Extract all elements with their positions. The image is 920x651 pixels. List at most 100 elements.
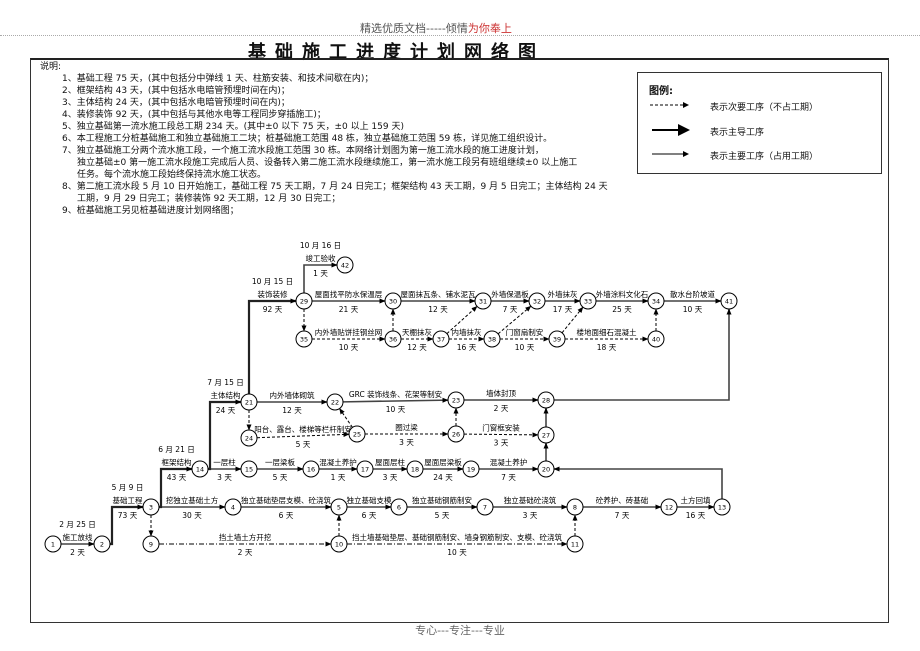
node-number: 25 bbox=[353, 431, 361, 439]
activity-label: 挖独立基础土方 bbox=[166, 495, 219, 505]
node-circle bbox=[326, 393, 344, 411]
milestone-date: 5 月 9 日 bbox=[112, 483, 144, 492]
note-line: 工期，9 月 29 日完工；装修装饰 92 天工期，12 月 30 日完工； bbox=[77, 194, 341, 204]
header-note-right: 为你奉上 bbox=[467, 22, 512, 35]
note-line: 5、独立基础第一流水施工段总工期 234 天。(其中±0 以下 75 天，±0 … bbox=[62, 122, 404, 132]
node-number: 10 bbox=[335, 541, 343, 549]
legend-arrows bbox=[650, 102, 690, 157]
node-circle bbox=[566, 498, 584, 516]
edge-22-23-arrow bbox=[342, 397, 449, 403]
event-node-24: 24 bbox=[240, 429, 258, 447]
note-line: 任务。每个流水施工段始终保持流水施工状态。 bbox=[77, 170, 267, 180]
node-circle bbox=[336, 256, 354, 274]
event-node-14: 14 bbox=[191, 460, 209, 478]
event-node-35: 35 bbox=[295, 330, 313, 348]
node-number: 19 bbox=[467, 466, 475, 474]
activity-label: 散水台阶坡道 bbox=[670, 289, 715, 299]
node-number: 1 bbox=[51, 541, 55, 549]
activity-label: 挡土墙基础垫层、基础钢筋制安、墙身钢筋制安、支模、砼浇筑 bbox=[352, 532, 562, 542]
milestone-date: 6 月 21 日 bbox=[158, 445, 194, 454]
activity-label: 装饰装修 bbox=[258, 289, 288, 299]
activity-duration: 3 天 bbox=[494, 439, 509, 448]
node-circle bbox=[44, 535, 62, 553]
activity-duration: 10 天 bbox=[339, 343, 359, 352]
note-line: 8、第二施工流水段 5 月 10 日开始施工，基础工程 75 天工期，7 月 2… bbox=[62, 182, 608, 192]
activity-label: 圈过梁 bbox=[395, 422, 418, 432]
note-line: 6、本工程施工分桩基础施工和独立基础施工二块；桩基础施工范围 48 栋，独立基础… bbox=[62, 134, 553, 144]
node-circle bbox=[93, 535, 111, 553]
event-node-33: 33 bbox=[579, 292, 597, 310]
node-number: 23 bbox=[452, 397, 460, 405]
event-node-4: 4 bbox=[224, 498, 242, 516]
event-node-23: 23 bbox=[447, 391, 465, 409]
legend-main-label: 表示主导工序 bbox=[710, 128, 765, 138]
activity-duration: 5 天 bbox=[296, 440, 311, 449]
activity-duration: 7 天 bbox=[615, 511, 630, 520]
node-circle bbox=[142, 498, 160, 516]
node-number: 29 bbox=[300, 298, 308, 306]
activity-label: 独立基础垫层支模、砼浇筑 bbox=[241, 495, 331, 505]
node-number: 28 bbox=[542, 397, 550, 405]
node-number: 41 bbox=[725, 298, 733, 306]
event-node-8: 8 bbox=[566, 498, 584, 516]
note-line: 3、主体结构 24 天，(其中包括水电暗管预埋时间在内)； bbox=[62, 98, 290, 108]
activity-duration: 17 天 bbox=[553, 305, 573, 314]
activity-label: 一层梁板 bbox=[265, 457, 295, 467]
event-node-15: 15 bbox=[240, 460, 258, 478]
activity-label: 主体结构 bbox=[211, 390, 241, 400]
event-node-36: 36 bbox=[384, 330, 402, 348]
event-node-6: 6 bbox=[390, 498, 408, 516]
activity-duration: 24 天 bbox=[216, 406, 236, 415]
activity-label: 内外墙贴饼挂钢丝网 bbox=[315, 327, 383, 337]
activity-duration: 1 天 bbox=[313, 269, 328, 278]
event-node-21: 21 bbox=[240, 393, 258, 411]
node-number: 17 bbox=[361, 466, 369, 474]
node-number: 27 bbox=[542, 432, 550, 440]
node-circle bbox=[432, 330, 450, 348]
node-circle bbox=[660, 498, 678, 516]
node-number: 8 bbox=[573, 504, 577, 512]
node-circle bbox=[537, 460, 555, 478]
event-node-26: 26 bbox=[447, 425, 465, 443]
activity-duration: 73 天 bbox=[118, 511, 138, 520]
node-number: 2 bbox=[100, 541, 104, 549]
node-circle bbox=[462, 460, 480, 478]
edge-3-14-arrow bbox=[159, 466, 193, 509]
event-node-42: 42 bbox=[336, 256, 354, 274]
activity-duration: 10 天 bbox=[515, 343, 535, 352]
activity-label: 砼养护、砖基础 bbox=[596, 495, 649, 505]
activity-label: 阳台、露台、楼梯等栏杆制安 bbox=[254, 424, 352, 434]
node-circle bbox=[548, 330, 566, 348]
activity-label: 混凝土养护 bbox=[319, 457, 357, 467]
node-number: 39 bbox=[553, 336, 561, 344]
node-circle bbox=[483, 330, 501, 348]
node-number: 6 bbox=[397, 504, 401, 512]
activity-label: 外墙抹灰 bbox=[548, 289, 578, 299]
activity-duration: 3 天 bbox=[217, 473, 232, 482]
edge-21-29-arrow bbox=[247, 298, 297, 394]
activity-duration: 3 天 bbox=[383, 473, 398, 482]
node-number: 35 bbox=[300, 336, 308, 344]
legend-dummy-label: 表示次要工序（不占工期） bbox=[710, 103, 819, 113]
event-node-11: 11 bbox=[566, 535, 584, 553]
node-circle bbox=[537, 391, 555, 409]
activity-duration: 5 天 bbox=[435, 511, 450, 520]
activity-label: 屋面层梁板 bbox=[424, 457, 462, 467]
activity-label: 竣工验收 bbox=[306, 253, 336, 263]
event-node-40: 40 bbox=[647, 330, 665, 348]
activity-label: 天棚抹灰 bbox=[402, 327, 432, 337]
event-node-29: 29 bbox=[295, 292, 313, 310]
event-node-39: 39 bbox=[548, 330, 566, 348]
event-node-2: 2 bbox=[93, 535, 111, 553]
node-number: 26 bbox=[452, 431, 460, 439]
activity-label: 屋面找平防水保温层 bbox=[315, 289, 383, 299]
activity-duration: 5 天 bbox=[273, 473, 288, 482]
activity-duration: 25 天 bbox=[612, 305, 632, 314]
event-node-3: 3 bbox=[142, 498, 160, 516]
node-circle bbox=[384, 330, 402, 348]
activity-label: 一层柱 bbox=[213, 457, 236, 467]
node-number: 11 bbox=[571, 541, 579, 549]
milestone-date: 7 月 15 日 bbox=[207, 378, 243, 387]
event-node-25: 25 bbox=[348, 425, 366, 443]
